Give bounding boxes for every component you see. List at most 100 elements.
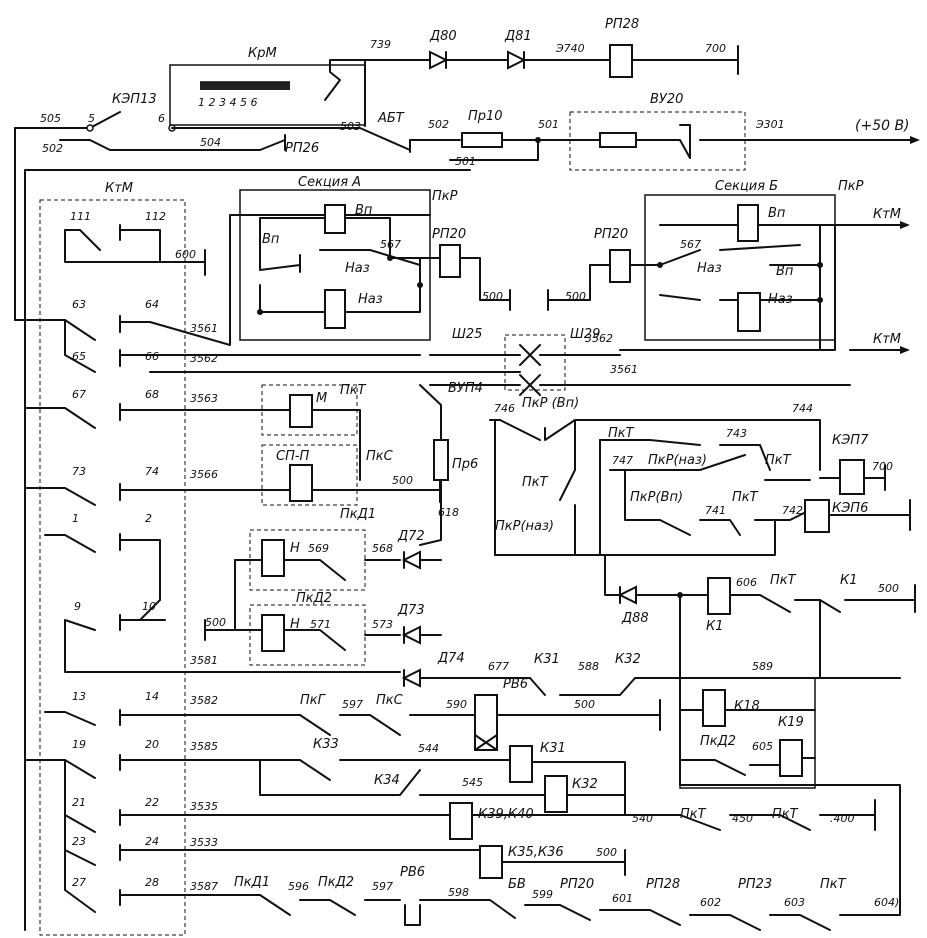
wire-500a: 500 — [482, 290, 503, 303]
label-k1-contact: К1 — [840, 573, 858, 588]
diode-d73 — [401, 625, 421, 645]
wire-21: 21 — [72, 796, 86, 809]
label-k19: К19 — [778, 715, 804, 730]
wire-599: 599 — [532, 888, 553, 901]
wire-567a: 567 — [380, 238, 401, 251]
label-ksp13: КЭП13 — [112, 92, 157, 107]
wire-605: 605 — [752, 740, 773, 753]
wire-500e: 500 — [878, 582, 899, 595]
wire-502: 502 — [428, 118, 449, 131]
label-pkt-f: ПкТ — [680, 807, 707, 822]
wire-19: 19 — [72, 738, 86, 751]
label-vp-b2: Вп — [776, 264, 794, 279]
ktm-box — [39, 199, 186, 936]
wire-590: 590 — [446, 698, 467, 711]
label-k31a: К31 — [534, 652, 560, 667]
right-logic — [259, 419, 916, 931]
label-section-b: Секция Б — [715, 179, 778, 194]
coil-k31 — [509, 745, 533, 783]
label-pkg: ПкГ — [300, 693, 327, 708]
label-pkd2c: ПкД2 — [318, 875, 354, 890]
wire-500g: 500 — [596, 846, 617, 859]
diode-d74 — [401, 668, 421, 688]
krm-scale-bar — [200, 82, 290, 90]
wire-3563: 3563 — [190, 392, 218, 405]
coil-vp-b — [737, 204, 759, 242]
label-pkt-c: ПкТ — [765, 453, 792, 468]
wire-74: 74 — [145, 465, 159, 478]
label-k31b: К31 — [540, 741, 566, 756]
wire-400: .400 — [830, 812, 855, 825]
label-pkr-vp: ПкР (Вп) — [522, 396, 579, 411]
label-pkd1: ПкД1 — [340, 507, 376, 522]
label-k1-coil: К1 — [706, 619, 724, 634]
wire-3740: Э740 — [555, 42, 585, 55]
label-section-a: Секция А — [298, 175, 361, 190]
label-bv: БВ — [508, 877, 526, 892]
wire-63: 63 — [72, 298, 86, 311]
label-pkr-a: ПкР — [432, 189, 458, 204]
wire-66: 66 — [145, 350, 159, 363]
ktm-controller — [14, 169, 481, 936]
label-k39: К39,К40 — [478, 807, 534, 822]
wire-9: 9 — [74, 600, 81, 613]
wire-571: 571 — [310, 618, 331, 631]
label-pks2: ПкС — [376, 693, 404, 708]
label-pkr-naz: ПкР(наз) — [648, 453, 707, 468]
krm-box — [169, 64, 366, 126]
wire-503: 503 — [340, 120, 361, 133]
label-d88: Д88 — [621, 611, 649, 626]
mid-relays — [204, 384, 901, 696]
label-m: М — [316, 391, 327, 406]
wire-23: 23 — [72, 835, 86, 848]
diode-d81 — [507, 50, 527, 70]
label-pkt-b: ПкТ — [522, 475, 549, 490]
wire-741: 741 — [705, 504, 726, 517]
label-k35: К35,К36 — [508, 845, 564, 860]
label-naz-b2: Наз — [768, 292, 793, 307]
wire-744: 744 — [792, 402, 813, 415]
wire-450: 450 — [732, 812, 753, 825]
fuse-pr10 — [461, 132, 503, 148]
label-50v: (+50 В) — [855, 118, 910, 134]
label-sh29: Ш29 — [570, 327, 600, 342]
label-rp20-b: РП20 — [594, 227, 628, 242]
coil-k39 — [449, 802, 473, 840]
coil-k18 — [702, 689, 726, 727]
wire-568: 568 — [372, 542, 393, 555]
wire-573: 573 — [372, 618, 393, 631]
label-naz-a1: Наз — [345, 261, 370, 276]
label-pkd1b: ПкД1 — [234, 875, 270, 890]
rv6-block — [474, 694, 498, 751]
label-pkt-m: ПкТ — [340, 383, 367, 398]
label-rp20-a: РП20 — [432, 227, 466, 242]
label-ktm-right2: КтМ — [873, 332, 901, 347]
wire-600: 600 — [175, 248, 196, 261]
vu20-box — [569, 111, 746, 171]
label-naz-b1: Наз — [697, 261, 722, 276]
wire-739: 739 — [370, 38, 391, 51]
wire-603: 603 — [784, 896, 805, 909]
label-vp-b1: Вп — [768, 206, 786, 221]
label-rp23: РП23 — [738, 877, 772, 892]
fuse-pr6 — [433, 439, 449, 481]
coil-ksp6 — [804, 499, 830, 533]
wire-3566: 3566 — [190, 468, 218, 481]
section-a-box — [239, 189, 431, 341]
component-labels: КрМ КЭП13 АБТ РП26 Пр10 ВУ20 Д80 Д81 РП2… — [105, 17, 910, 892]
label-sh25: Ш25 — [452, 327, 482, 342]
coil-ksp7 — [839, 459, 865, 495]
label-pkt-g: ПкТ — [772, 807, 799, 822]
diode-d88 — [617, 585, 637, 605]
label-pks: ПкС — [366, 449, 394, 464]
wire-567b: 567 — [680, 238, 701, 251]
wire-504: 504 — [200, 136, 221, 149]
wire-14: 14 — [145, 690, 159, 703]
wire-24: 24 — [145, 835, 159, 848]
wire-3533: 3533 — [190, 836, 218, 849]
krm-scale: 1 2 3 4 5 6 — [198, 96, 257, 109]
coil-naz-a — [324, 289, 346, 329]
coil-h2 — [261, 614, 285, 652]
wire-502b: 502 — [42, 142, 63, 155]
label-pkr-naz2: ПкР(наз) — [495, 519, 554, 534]
